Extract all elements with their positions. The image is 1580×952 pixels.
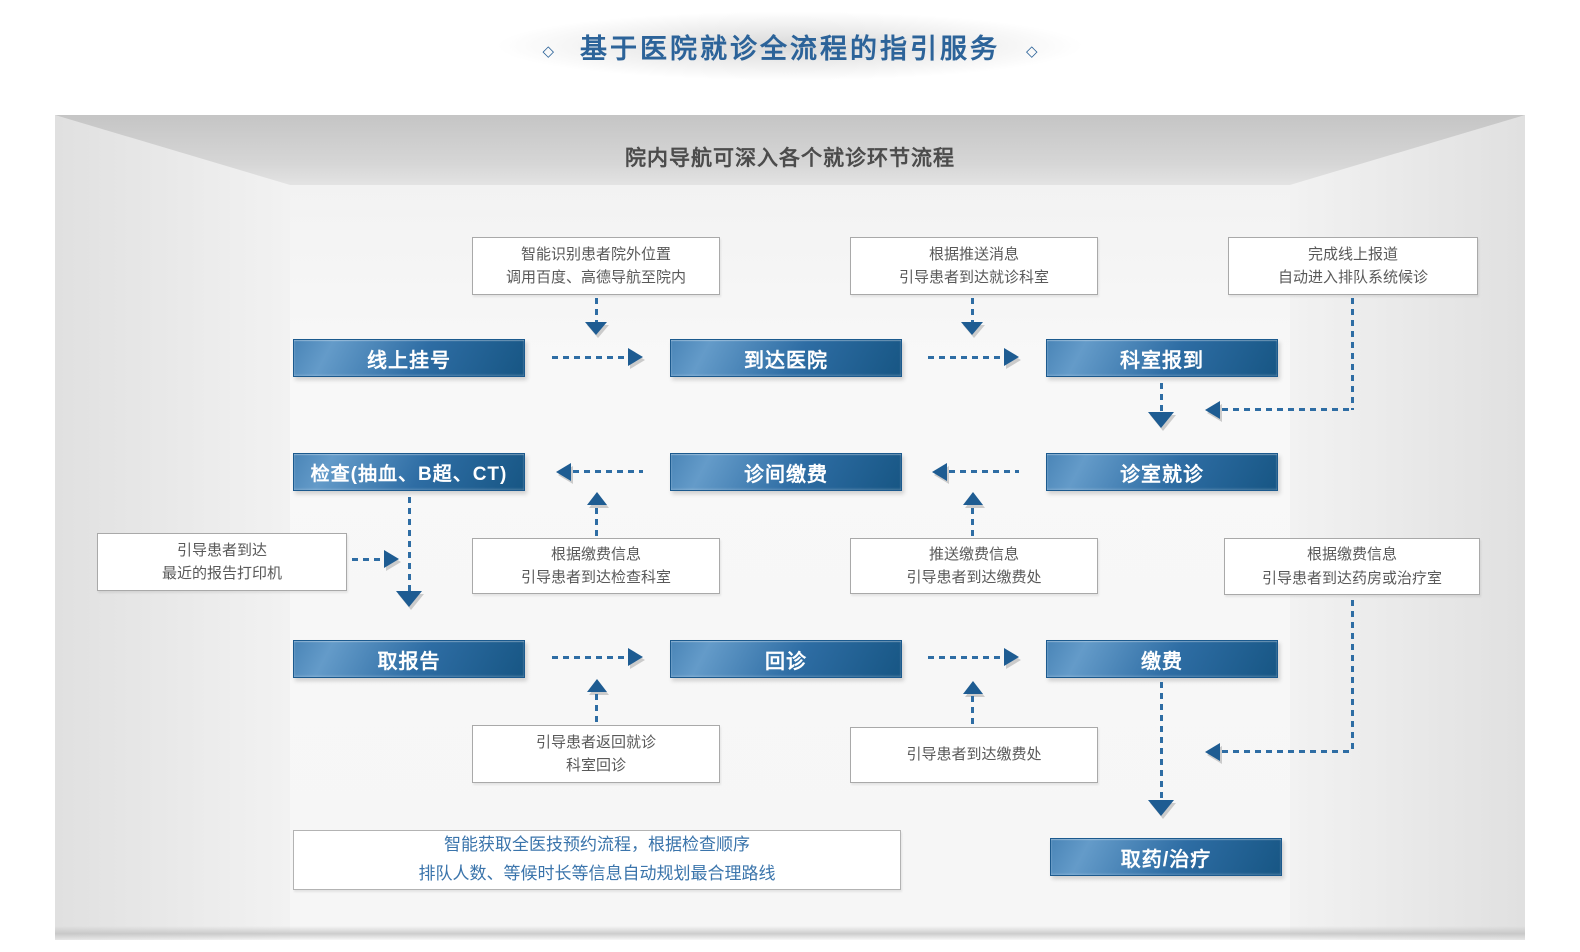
note-smart-route-planning: 智能获取全医技预约流程，根据检查顺序 排队人数、等候时长等信息自动规划最合理路线 — [293, 830, 901, 890]
arrow-left-icon — [1205, 401, 1220, 419]
arrow-right-icon — [628, 648, 643, 666]
note-pharmacy-route: 根据缴费信息 引导患者到达药房或治疗室 — [1224, 538, 1480, 595]
note-line: 智能识别患者院外位置 — [520, 245, 671, 263]
arrow-up-icon — [587, 679, 607, 692]
page-title-row: ◇ 基于医院就诊全流程的指引服务 ◇ — [0, 27, 1580, 66]
flow-stage-payment: 缴费 — [1046, 640, 1278, 678]
arrow-line — [552, 656, 628, 659]
note-line: 自动进入排队系统候诊 — [1277, 269, 1428, 286]
note-push-message: 根据推送消息 引导患者到达就诊科室 — [850, 237, 1098, 295]
note-line: 推送缴费信息 — [928, 545, 1019, 563]
arrow-up-icon — [587, 492, 607, 505]
arrow-up-icon — [963, 681, 983, 694]
panel-floor-edge — [55, 926, 1525, 940]
flow-stage-return-visit: 回诊 — [670, 640, 902, 678]
arrow-down-icon — [396, 591, 422, 607]
flow-stage-consult-room: 诊室就诊 — [1046, 453, 1278, 491]
arrow-line — [595, 298, 598, 323]
arrow-left-icon — [556, 463, 571, 481]
flow-stage-inclinic-payment: 诊间缴费 — [670, 453, 902, 491]
note-line: 引导患者到达 — [176, 541, 267, 559]
arrow-line — [928, 656, 1004, 659]
note-line: 引导患者返回就诊 — [535, 733, 656, 751]
note-to-cashier: 引导患者到达缴费处 — [850, 727, 1098, 783]
arrow-line — [552, 356, 628, 359]
arrow-line — [1351, 600, 1354, 750]
panel-floor — [290, 115, 1290, 940]
arrow-line — [352, 558, 384, 561]
arrow-down-icon — [1148, 412, 1174, 428]
note-line: 根据推送消息 — [928, 245, 1019, 263]
panel-ceiling — [55, 115, 1525, 185]
flow-panel — [55, 115, 1525, 940]
arrow-line — [1222, 408, 1352, 411]
note-report-printer: 引导患者到达 最近的报告打印机 — [97, 533, 347, 591]
arrow-line — [1160, 383, 1163, 413]
arrow-right-icon — [628, 348, 643, 366]
note-line: 根据缴费信息 — [550, 545, 641, 563]
arrow-left-icon — [1205, 743, 1220, 761]
diamond-icon: ◇ — [542, 43, 554, 60]
flow-stage-online-registration: 线上挂号 — [293, 339, 525, 377]
flow-stage-pharmacy-treatment: 取药/治疗 — [1050, 838, 1282, 876]
note-online-checkin: 完成线上报道 自动进入排队系统候诊 — [1228, 237, 1478, 295]
arrow-left-icon — [932, 463, 947, 481]
title-glow-band — [420, 0, 1160, 92]
arrow-line — [971, 696, 974, 724]
arrow-line — [928, 356, 1004, 359]
arrow-line — [1160, 682, 1163, 802]
arrow-right-icon — [1004, 348, 1019, 366]
note-line: 引导患者到达药房或治疗室 — [1261, 569, 1442, 587]
note-line: 引导患者到达就诊科室 — [898, 269, 1049, 286]
note-line: 调用百度、高德导航至院内 — [505, 269, 686, 286]
arrow-line — [971, 508, 974, 536]
arrow-line — [595, 694, 598, 722]
note-line: 根据缴费信息 — [1306, 546, 1397, 564]
note-line: 最近的报告打印机 — [161, 565, 282, 582]
arrow-line — [949, 470, 1019, 473]
panel-left-wall — [55, 115, 290, 940]
flow-stage-examination: 检查(抽血、B超、CT) — [293, 453, 525, 491]
diamond-icon: ◇ — [1026, 43, 1038, 60]
note-line: 引导患者到达缴费处 — [906, 569, 1042, 586]
flow-stage-arrive-hospital: 到达医院 — [670, 339, 902, 377]
arrow-line — [595, 508, 598, 536]
arrow-line — [573, 470, 643, 473]
note-line: 科室回诊 — [565, 757, 626, 774]
note-outside-location: 智能识别患者院外位置 调用百度、高德导航至院内 — [472, 237, 720, 295]
panel-heading: 院内导航可深入各个就诊环节流程 — [625, 147, 955, 170]
arrow-right-icon — [384, 550, 399, 568]
note-line: 引导患者到达缴费处 — [906, 746, 1042, 764]
flow-stage-department-checkin: 科室报到 — [1046, 339, 1278, 377]
note-line: 智能获取全医技预约流程，根据检查顺序 — [444, 835, 750, 855]
note-payment-info-exam: 根据缴费信息 引导患者到达检查科室 — [472, 538, 720, 594]
note-line: 排队人数、等候时长等信息自动规划最合理路线 — [418, 864, 776, 883]
arrow-line — [1222, 750, 1352, 753]
arrow-right-icon — [1004, 648, 1019, 666]
arrow-line — [1351, 298, 1354, 410]
arrow-line — [971, 298, 974, 323]
note-line: 引导患者到达检查科室 — [520, 569, 671, 586]
arrow-down-icon — [961, 322, 983, 335]
arrow-down-icon — [1148, 800, 1174, 816]
arrow-down-icon — [585, 322, 607, 335]
page-title: 基于医院就诊全流程的指引服务 — [580, 34, 1000, 64]
note-push-payment-info: 推送缴费信息 引导患者到达缴费处 — [850, 538, 1098, 594]
note-return-to-department: 引导患者返回就诊 科室回诊 — [472, 725, 720, 783]
arrow-up-icon — [963, 492, 983, 505]
note-line: 完成线上报道 — [1307, 245, 1398, 263]
arrow-line — [408, 497, 411, 593]
flow-stage-get-report: 取报告 — [293, 640, 525, 678]
